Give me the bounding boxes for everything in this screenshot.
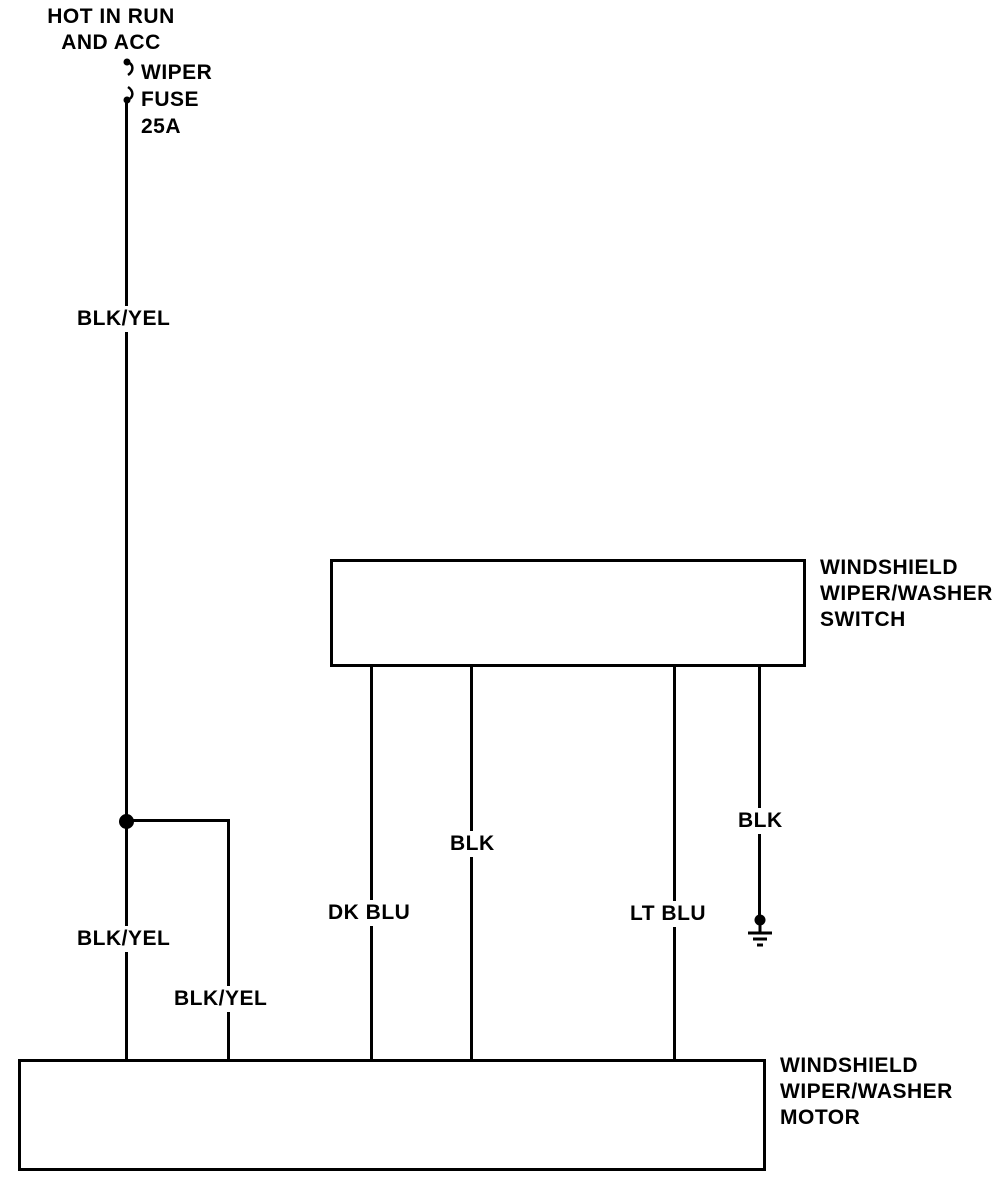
wire-label-blk-yel-left: BLK/YEL (73, 926, 175, 952)
switch-label: WINDSHIELD WIPER/WASHER SWITCH (820, 555, 993, 633)
power-source-label: HOT IN RUN AND ACC (35, 4, 187, 56)
switch-label-line3: SWITCH (820, 608, 906, 631)
ground-icon (748, 914, 772, 947)
windshield-wiper-washer-switch-box (330, 559, 806, 667)
wire-blk-center (470, 665, 473, 1062)
fuse-label: WIPER FUSE 25A (141, 59, 212, 140)
wire-label-blk-center: BLK (446, 831, 499, 857)
junction-dot (119, 814, 134, 829)
wire-label-blk-ground: BLK (734, 808, 787, 834)
power-source-line2: AND ACC (61, 31, 161, 54)
motor-label-line2: WIPER/WASHER (780, 1080, 953, 1103)
power-source-line1: HOT IN RUN (47, 5, 175, 28)
fuse-type: FUSE (141, 88, 200, 111)
wire-blk-ground (758, 665, 761, 918)
wire-dk-blu (370, 665, 373, 1062)
wire-label-lt-blu: LT BLU (626, 901, 711, 927)
wire-blk-yel-branch-vertical (227, 819, 230, 1062)
fuse-icon (123, 58, 134, 104)
wire-label-dk-blu: DK BLU (324, 900, 415, 926)
motor-label-line3: MOTOR (780, 1106, 861, 1129)
fuse-rating: 25A (141, 115, 182, 138)
motor-label: WINDSHIELD WIPER/WASHER MOTOR (780, 1053, 953, 1131)
wire-lt-blu (673, 665, 676, 1062)
switch-label-line1: WINDSHIELD (820, 556, 958, 579)
windshield-wiper-washer-motor-box (18, 1059, 766, 1171)
fuse-name: WIPER (141, 61, 213, 84)
wire-blk-yel-branch-horizontal (126, 819, 230, 822)
switch-label-line2: WIPER/WASHER (820, 582, 993, 605)
wire-blk-yel-main (125, 102, 128, 1062)
motor-label-line1: WINDSHIELD (780, 1054, 918, 1077)
wire-label-blk-yel-main: BLK/YEL (73, 306, 175, 332)
wire-label-blk-yel-branch: BLK/YEL (170, 986, 272, 1012)
